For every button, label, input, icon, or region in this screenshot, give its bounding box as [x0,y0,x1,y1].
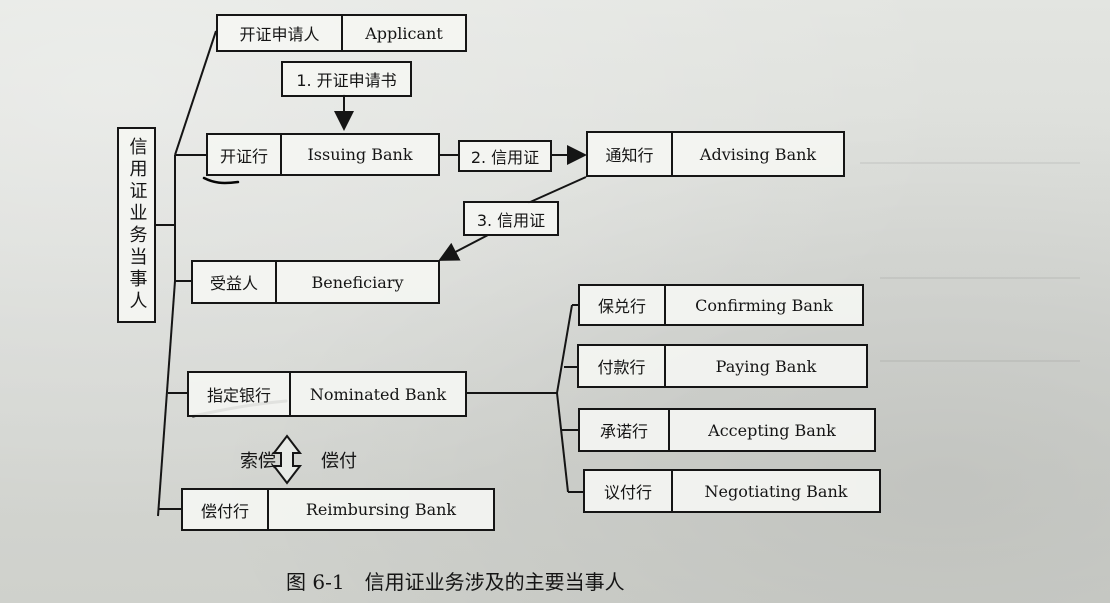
issuing-en-label: Issuing Bank [307,145,413,164]
claim-label: 索偿 [240,451,276,472]
advising-zh-label: 通知行 [588,133,673,175]
root-title-text: 信用证业务当事人 [126,137,148,313]
paying-zh-label: 付款行 [579,346,666,386]
confirming-bank-box: 保兑行 Confirming Bank [578,284,864,326]
applicant-en-label: Applicant [365,23,443,43]
applicant-zh-label: 开证申请人 [218,16,343,50]
confirming-en-label: Confirming Bank [695,295,833,315]
figure-caption: 图 6-1 信用证业务涉及的主要当事人 [286,570,625,594]
advising-bank-box: 通知行 Advising Bank [586,131,845,177]
right-group-lower-trunk [556,392,569,493]
reimbursing-bank-box: 偿付行 Reimbursing Bank [181,488,495,531]
claim-reimburse-double-arrow [271,434,303,485]
confirming-zh-label: 保兑行 [580,286,666,324]
issuing-bank-box: 开证行 Issuing Bank [206,133,440,176]
nominated-zh-label: 指定银行 [189,373,291,415]
reimbursing-zh-label: 偿付行 [183,490,269,529]
accepting-en-label: Accepting Bank [708,420,836,440]
advising-to-step3-line [527,176,587,204]
applicant-branch-line [174,30,217,156]
paper-bleed-line [880,360,1080,362]
negotiating-zh-label: 议付行 [585,471,673,511]
accepting-bank-box: 承诺行 Accepting Bank [578,408,876,452]
step3-to-beneficiary-arrow [438,234,489,261]
advising-en-label: Advising Bank [699,144,817,164]
paper-bleed-line [860,162,1080,164]
root-party-box: 信用证业务当事人 [117,127,156,323]
step2-label-box: 2. 信用证 [458,140,552,172]
negotiating-bank-box: 议付行 Negotiating Bank [583,469,881,513]
beneficiary-zh-label: 受益人 [193,262,277,302]
beneficiary-en-label: Beneficiary [311,272,404,292]
right-group-upper-trunk [556,304,573,394]
reimbursing-en-label: Reimbursing Bank [305,500,457,519]
accepting-zh-label: 承诺行 [580,410,670,450]
applicant-box: 开证申请人 Applicant [216,14,467,52]
beneficiary-box: 受益人 Beneficiary [191,260,440,304]
nominated-en-label: Nominated Bank [309,384,447,404]
paper-bleed-line [880,277,1080,279]
issuing-zh-label: 开证行 [208,135,282,174]
handwritten-underline-mark [202,176,240,185]
reimburse-label: 偿付 [321,451,357,472]
step3-label-box: 3. 信用证 [463,201,559,236]
paying-en-label: Paying Bank [715,356,817,376]
paying-bank-box: 付款行 Paying Bank [577,344,868,388]
nominated-bank-box: 指定银行 Nominated Bank [187,371,467,417]
negotiating-en-label: Negotiating Bank [704,481,848,501]
step1-label-box: 1. 开证申请书 [281,61,412,97]
lower-trunk-line [157,280,176,517]
